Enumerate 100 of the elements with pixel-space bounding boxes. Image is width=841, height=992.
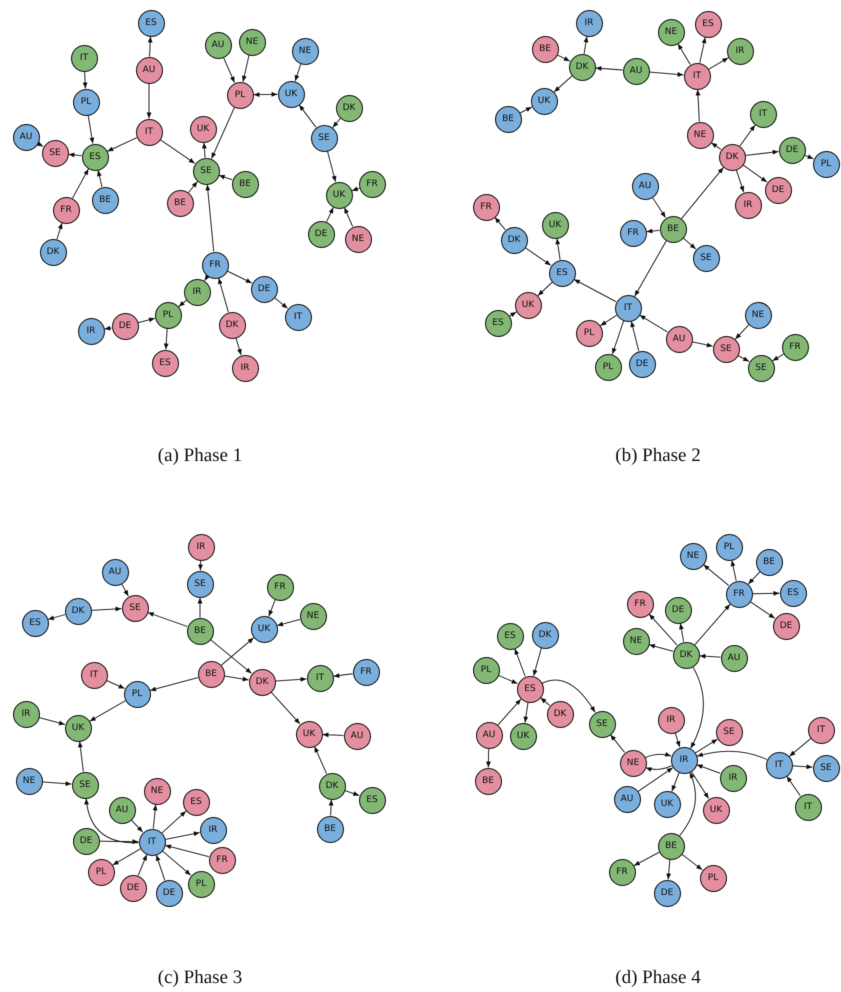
- arrow: [68, 152, 82, 158]
- panel-caption: (d) Phase 4: [615, 967, 701, 989]
- arrow: [112, 848, 141, 866]
- country-node: ES: [82, 144, 108, 170]
- arrow: [224, 676, 250, 682]
- arrow: [734, 324, 750, 340]
- arrow: [742, 164, 768, 183]
- country-node: NE: [344, 226, 372, 252]
- arrow: [322, 732, 344, 738]
- arrow: [42, 781, 72, 786]
- country-node: NE: [622, 628, 650, 654]
- arrow: [679, 772, 696, 836]
- arrow: [78, 740, 84, 772]
- panel-caption: (a) Phase 1: [158, 445, 242, 467]
- arrow: [82, 71, 88, 89]
- arrow: [792, 764, 813, 770]
- country-node: NE: [680, 542, 706, 570]
- country-node: DE: [778, 136, 806, 164]
- country-node: DK: [64, 598, 92, 624]
- arrow: [276, 619, 300, 626]
- arrow: [679, 622, 684, 642]
- arrow: [648, 614, 678, 646]
- arrow: [162, 810, 186, 834]
- country-node: DE: [250, 276, 278, 302]
- arrow: [104, 326, 112, 331]
- country-node: IT: [766, 752, 792, 778]
- country-node: ES: [138, 10, 164, 36]
- arrow: [498, 674, 518, 684]
- country-node: PL: [226, 82, 254, 108]
- arrow: [84, 798, 139, 844]
- country-node: UK: [702, 796, 730, 824]
- arrow: [97, 170, 102, 188]
- arrow: [89, 700, 126, 722]
- country-node: PL: [188, 870, 214, 898]
- country-node: DK: [546, 700, 574, 728]
- country-node: UK: [654, 790, 680, 818]
- country-node: NE: [144, 778, 170, 804]
- country-node: FR: [52, 196, 80, 224]
- country-node: DK: [568, 54, 596, 80]
- country-node: BE: [198, 660, 224, 688]
- arrow: [772, 354, 784, 362]
- arrow: [198, 597, 202, 618]
- arrow: [150, 677, 198, 692]
- country-node: UK: [64, 714, 92, 742]
- country-node: ES: [152, 350, 178, 376]
- arrow: [638, 767, 674, 792]
- country-node: SE: [712, 336, 740, 362]
- country-node: IT: [70, 44, 98, 72]
- arrow: [275, 676, 307, 682]
- arrow: [138, 318, 156, 324]
- country-node: IT: [306, 664, 334, 692]
- arrow: [188, 181, 198, 193]
- country-node: IT: [284, 304, 312, 330]
- country-node: PL: [88, 858, 114, 886]
- arrow: [326, 206, 334, 222]
- arrow: [695, 738, 718, 754]
- country-node: AU: [622, 58, 650, 84]
- arrow: [671, 772, 680, 792]
- arrow: [351, 186, 360, 192]
- country-node: FR: [472, 194, 500, 220]
- country-node: IT: [794, 794, 822, 820]
- country-node: SE: [692, 244, 720, 272]
- country-node: DK: [336, 94, 362, 122]
- arrow: [692, 341, 714, 348]
- country-node: PL: [716, 534, 742, 560]
- arrow: [211, 106, 235, 160]
- arrow: [218, 278, 229, 312]
- panel-caption: (b) Phase 2: [615, 445, 701, 467]
- arrow: [198, 560, 203, 571]
- arrow: [121, 583, 129, 597]
- country-node: PL: [576, 320, 602, 346]
- country-node: BE: [494, 106, 522, 132]
- country-node: PL: [812, 150, 840, 178]
- arrow: [648, 644, 674, 652]
- arrow: [555, 238, 560, 260]
- arrow: [164, 328, 169, 350]
- country-node: FR: [620, 220, 646, 246]
- country-node: ES: [548, 260, 576, 286]
- arrow: [646, 228, 660, 234]
- country-node: UK: [250, 616, 278, 642]
- country-node: DE: [112, 312, 138, 340]
- arrow: [524, 247, 552, 266]
- arrow: [332, 673, 354, 678]
- arrow: [540, 697, 550, 706]
- arrow: [164, 844, 210, 858]
- country-node: UK: [542, 212, 568, 238]
- country-node: BE: [474, 768, 502, 794]
- arrow: [314, 746, 327, 774]
- arrow: [152, 804, 158, 830]
- arrow: [204, 274, 210, 282]
- country-node: PL: [700, 864, 726, 892]
- country-node: PL: [594, 354, 622, 380]
- arrow: [690, 770, 710, 800]
- country-node: PL: [472, 656, 500, 684]
- arrow: [486, 748, 491, 768]
- country-node: BE: [92, 186, 118, 214]
- arrow: [147, 612, 188, 627]
- arrow: [752, 590, 780, 596]
- country-node: ES: [358, 786, 386, 814]
- country-node: DK: [532, 622, 558, 648]
